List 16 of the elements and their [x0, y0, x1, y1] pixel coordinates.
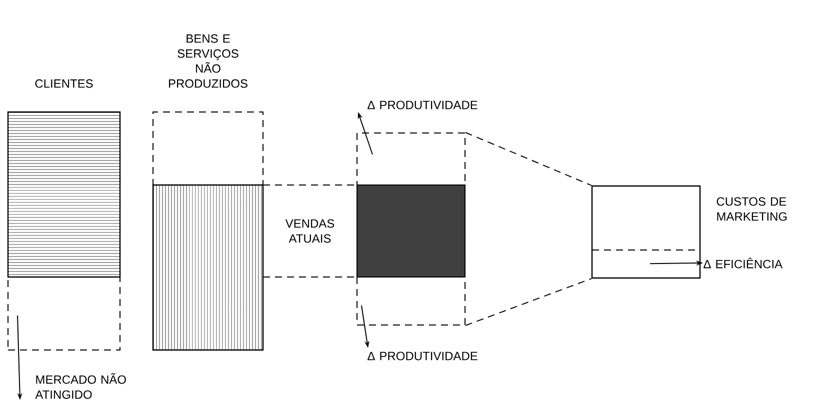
node-label: CLIENTES — [35, 79, 93, 88]
bar-box — [8, 276, 120, 350]
label-text: Δ EFICIÊNCIA — [704, 258, 783, 268]
bar-box: BENS E SERVIÇOS NÃO PRODUZIDOS — [152, 34, 264, 186]
bar-box — [356, 184, 466, 278]
bar-box: CLIENTES — [7, 79, 121, 278]
sales-band: VENDAS ATUAIS — [262, 184, 358, 278]
funnel-line — [465, 132, 592, 186]
label-text: MERCADO NÃO ATINGIDO — [35, 373, 126, 399]
node-label: BENS E SERVIÇOS NÃO PRODUZIDOS — [168, 34, 248, 88]
bar-box — [591, 185, 701, 279]
label-text: Δ PRODUTIVIDADE — [368, 100, 478, 110]
bar-box — [152, 184, 264, 351]
side-label: CUSTOS DE MARKETING — [716, 197, 787, 221]
funnel-line — [465, 278, 592, 326]
label-text: Δ PRODUTIVIDADE — [368, 352, 478, 360]
